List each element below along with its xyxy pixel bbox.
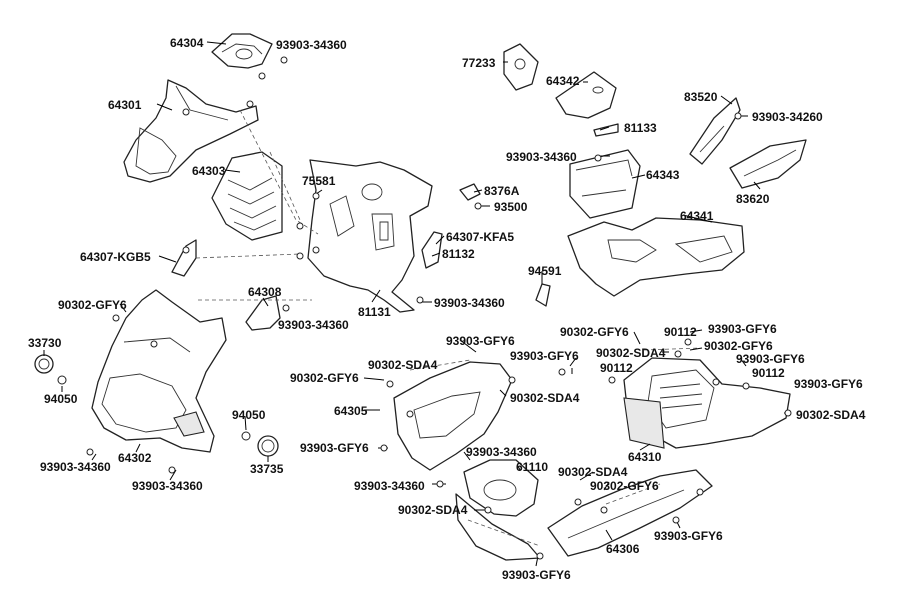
label-94050-a: 94050 (44, 392, 78, 406)
label-90302-SDA4-f: 90302-SDA4 (398, 503, 468, 517)
fasteners (86, 56, 792, 560)
part-64301 (123, 79, 259, 183)
label-93903-GFY6-e: 93903-GFY6 (794, 377, 863, 391)
label-64343: 64343 (646, 168, 680, 182)
part-64302 (91, 289, 227, 453)
label-90112-b: 90112 (600, 361, 633, 375)
label-93903-34360-g: 93903-34360 (132, 479, 203, 493)
label-93903-34360-c: 93903-34360 (278, 318, 349, 332)
part-64304 (211, 33, 273, 69)
label-93903-34360-b: 93903-34360 (506, 150, 577, 164)
part-64305-lower (393, 361, 513, 471)
assembly-lines (195, 109, 701, 547)
label-90302-SDA4-e: 90302-SDA4 (558, 465, 628, 479)
label-8376A: 8376A (484, 184, 520, 198)
label-93903-GFY6-g: 93903-GFY6 (654, 529, 723, 543)
label-81131: 81131 (358, 305, 391, 319)
label-93903-34260: 93903-34260 (752, 110, 823, 124)
label-83520: 83520 (684, 90, 718, 104)
label-64302: 64302 (118, 451, 152, 465)
part-64303 (211, 151, 283, 241)
part-64305 (307, 159, 433, 313)
part-61110 (463, 459, 539, 517)
label-90302-SDA4-a: 90302-SDA4 (368, 358, 438, 372)
label-94050-b: 94050 (232, 408, 266, 422)
part-81133 (593, 123, 619, 137)
label-90302-GFY6-b: 90302-GFY6 (560, 325, 629, 339)
part-64307-KGB5 (171, 239, 197, 277)
label-64307-KGB5: 64307-KGB5 (80, 250, 151, 264)
part-64310 (623, 357, 791, 449)
label-75581: 75581 (302, 174, 336, 188)
part-8376A (459, 183, 481, 201)
label-64305: 64305 (334, 404, 368, 418)
label-64306: 64306 (606, 542, 640, 556)
label-81133: 81133 (624, 121, 657, 135)
label-90302-SDA4-d: 90302-SDA4 (796, 408, 866, 422)
label-90302-GFY6-c: 90302-GFY6 (704, 339, 773, 353)
label-64308: 64308 (248, 285, 282, 299)
label-64342: 64342 (546, 74, 580, 88)
label-90112-c: 90112 (752, 366, 785, 380)
label-61110: 61110 (516, 460, 549, 474)
part-undercover (455, 493, 541, 561)
label-93903-GFY6-d: 93903-GFY6 (736, 352, 805, 366)
label-90302-SDA4-c: 90302-SDA4 (510, 391, 580, 405)
label-90302-GFY6-a: 90302-GFY6 (58, 298, 127, 312)
label-93903-GFY6-b: 93903-GFY6 (708, 322, 777, 336)
label-93903-GFY6-f: 93903-GFY6 (300, 441, 369, 455)
label-64310: 64310 (628, 450, 662, 464)
part-64307-KFA5 (421, 231, 443, 269)
label-77233: 77233 (462, 56, 496, 70)
label-33730: 33730 (28, 336, 62, 350)
label-64341: 64341 (680, 209, 714, 223)
label-93903-34360: 93903-34360 (276, 38, 347, 52)
label-90112-a: 90112 (664, 325, 697, 339)
label-90302-SDA4-b: 90302-SDA4 (596, 346, 666, 360)
label-93903-34360-d: 93903-34360 (434, 296, 505, 310)
label-93903-34360-f: 93903-34360 (40, 460, 111, 474)
part-77233 (503, 43, 539, 91)
part-33730 (34, 354, 54, 374)
label-64307-KFA5: 64307-KFA5 (446, 230, 515, 244)
part-64342 (555, 71, 617, 119)
label-33735: 33735 (250, 462, 284, 476)
label-93903-GFY6-h: 93903-GFY6 (502, 568, 571, 582)
label-64301: 64301 (108, 98, 142, 112)
label-90302-GFY6-e: 90302-GFY6 (590, 479, 659, 493)
label-93903-GFY6-a: 93903-GFY6 (446, 334, 515, 348)
part-64341 (567, 217, 745, 297)
label-90302-GFY6-d: 90302-GFY6 (290, 371, 359, 385)
part-83520 (689, 97, 741, 165)
label-64303: 64303 (192, 164, 226, 178)
label-93903-34360-e: 93903-34360 (466, 445, 537, 459)
part-94050 (57, 375, 251, 441)
part-33735 (257, 435, 279, 457)
part-64343 (569, 149, 641, 219)
label-93903-34360-h: 93903-34360 (354, 479, 425, 493)
label-83620: 83620 (736, 192, 770, 206)
label-81132: 81132 (442, 247, 475, 261)
label-64304: 64304 (170, 36, 204, 50)
label-93903-GFY6-c: 93903-GFY6 (510, 349, 579, 363)
part-94591 (535, 283, 551, 307)
part-64308 (245, 295, 281, 331)
part-83620 (729, 139, 807, 189)
label-93500: 93500 (494, 200, 528, 214)
label-94591: 94591 (528, 264, 562, 278)
part-64306 (547, 469, 713, 557)
